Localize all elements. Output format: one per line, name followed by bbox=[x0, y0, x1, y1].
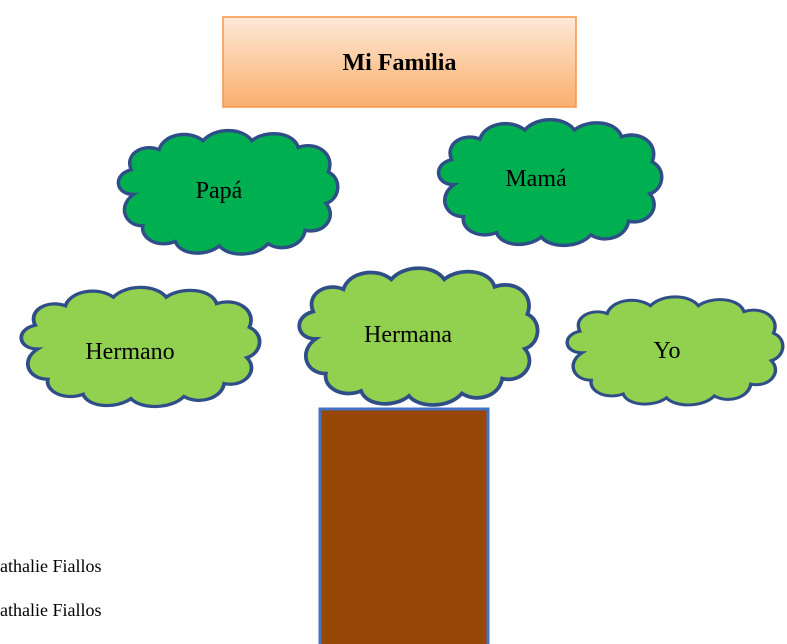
cloud-yo: Yo bbox=[565, 295, 785, 407]
cloud-hermano-label: Hermano bbox=[85, 339, 174, 365]
cloud-hermano: Hermano bbox=[19, 285, 262, 409]
author-line-1: athalie Fiallos bbox=[0, 556, 102, 576]
author-line-2: athalie Fiallos bbox=[0, 600, 102, 620]
cloud-papa: Papá bbox=[116, 128, 340, 256]
cloud-yo-label: Yo bbox=[654, 338, 681, 364]
cloud-papa-label: Papá bbox=[196, 178, 243, 204]
cloud-mama-label: Mamá bbox=[505, 166, 567, 192]
title-box: Mi Familia bbox=[222, 16, 577, 108]
cloud-hermana-label: Hermana bbox=[364, 322, 452, 348]
cloud-hermana: Hermana bbox=[297, 266, 540, 407]
tree-trunk bbox=[318, 407, 490, 644]
cloud-mama: Mamá bbox=[436, 117, 664, 248]
title-text: Mi Familia bbox=[343, 50, 457, 76]
